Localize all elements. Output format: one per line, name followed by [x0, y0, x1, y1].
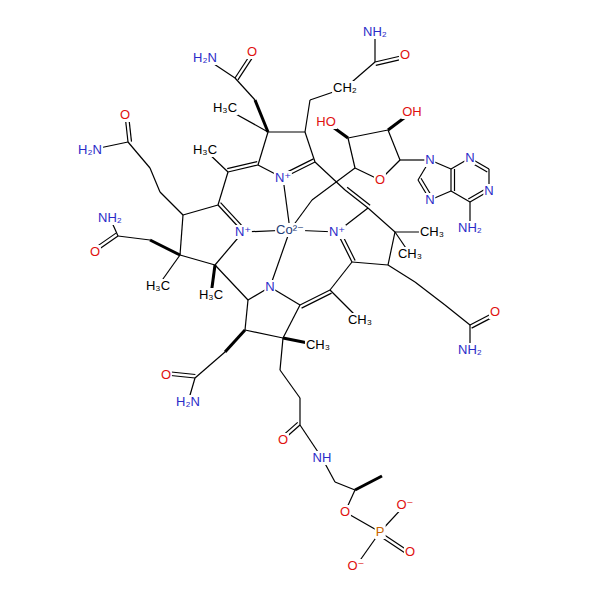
bond-line: [347, 187, 370, 205]
bond-line: [445, 305, 470, 325]
atom-label: Co²⁻: [275, 223, 305, 237]
atom-label: P: [375, 525, 386, 539]
atom-label: NH₂: [457, 221, 483, 235]
atom-label: O: [339, 505, 351, 519]
bond-line: [180, 215, 183, 255]
bond-line: [305, 100, 310, 132]
atom-label: O⁻: [396, 498, 415, 512]
atom-label: OH: [401, 105, 423, 119]
atom-label: NH₂: [457, 343, 483, 357]
bond-line: [160, 192, 183, 215]
bond-line: [280, 370, 300, 398]
atom-label: H₃C: [198, 288, 224, 302]
bond-line: [352, 262, 388, 265]
atom-label: CH₃: [305, 338, 331, 352]
atom-label: NH₂: [97, 211, 123, 225]
atom-label: N: [424, 153, 435, 167]
bond-line: [368, 208, 395, 232]
atom-label: O: [119, 108, 131, 122]
atom-label: NH₂: [362, 25, 388, 39]
bond-line: [280, 338, 283, 370]
atom-label: N: [464, 151, 475, 165]
bond-line: [330, 262, 352, 290]
atom-label: NH: [312, 451, 333, 465]
bond-line: [150, 168, 160, 192]
atom-label: H₃C: [212, 101, 238, 115]
bond-line: [388, 265, 415, 282]
bond-line: [245, 330, 283, 338]
atom-label: O: [89, 245, 101, 259]
bond-line: [388, 130, 400, 160]
bond-line: [388, 232, 395, 265]
atom-label: N: [483, 184, 494, 198]
atom-label: H₂N: [192, 51, 218, 65]
bond-line: [218, 172, 228, 205]
atom-label: O: [277, 433, 289, 447]
atom-label: O⁻: [347, 559, 366, 573]
bond-line: [258, 132, 268, 165]
atom-label: H₂N: [175, 395, 201, 409]
bond-line: [228, 165, 258, 172]
bond-line: [315, 162, 345, 190]
atom-label: CH₃: [419, 225, 445, 239]
bond-line: [195, 352, 225, 378]
atom-label: CH₃: [347, 313, 373, 327]
atom-label: H₂N: [77, 143, 103, 157]
bond-line: [245, 300, 248, 330]
bond-line: [300, 290, 330, 305]
bond-line: [183, 205, 218, 215]
bond-line: [348, 138, 355, 168]
bond-line: [235, 78, 255, 100]
bond-line: [312, 168, 355, 200]
atom-label: CH₂: [332, 81, 358, 95]
bond-line: [255, 100, 268, 132]
atom-label: N: [424, 193, 435, 207]
atom-label: N⁺: [274, 171, 292, 185]
bond-line: [128, 142, 150, 168]
bond-line: [454, 169, 455, 191]
atom-label: O: [489, 305, 501, 319]
bond-line: [268, 131, 305, 132]
bond-line: [180, 255, 215, 265]
atom-label: O: [399, 48, 411, 62]
bond-line: [150, 240, 180, 255]
bond-line: [225, 330, 245, 352]
atom-label: O: [374, 173, 386, 187]
atom-label: N: [264, 280, 275, 294]
atom-label: O: [246, 45, 258, 59]
bond-line: [348, 130, 388, 138]
bond-line: [305, 132, 315, 162]
atom-label: H₃C: [192, 143, 218, 157]
bond-line: [451, 191, 470, 202]
bond-line: [270, 230, 290, 287]
bond-line: [345, 190, 368, 208]
bond-line: [450, 169, 451, 191]
atom-label: HO: [315, 115, 337, 129]
bond-line: [415, 282, 445, 305]
atom-label: O: [160, 368, 172, 382]
bond-line: [355, 476, 382, 490]
bond-line: [335, 482, 355, 490]
bond-line: [283, 305, 300, 338]
atom-label: O: [404, 545, 416, 559]
atom-label: H₃C: [145, 279, 171, 293]
atom-label: N⁺: [234, 225, 252, 239]
atom-label: CH₃: [397, 247, 423, 261]
bond-line: [227, 162, 257, 169]
bond-line: [118, 236, 150, 240]
bond-line: [302, 293, 332, 308]
atom-label: N⁺: [328, 225, 346, 239]
bond-line: [299, 398, 300, 425]
